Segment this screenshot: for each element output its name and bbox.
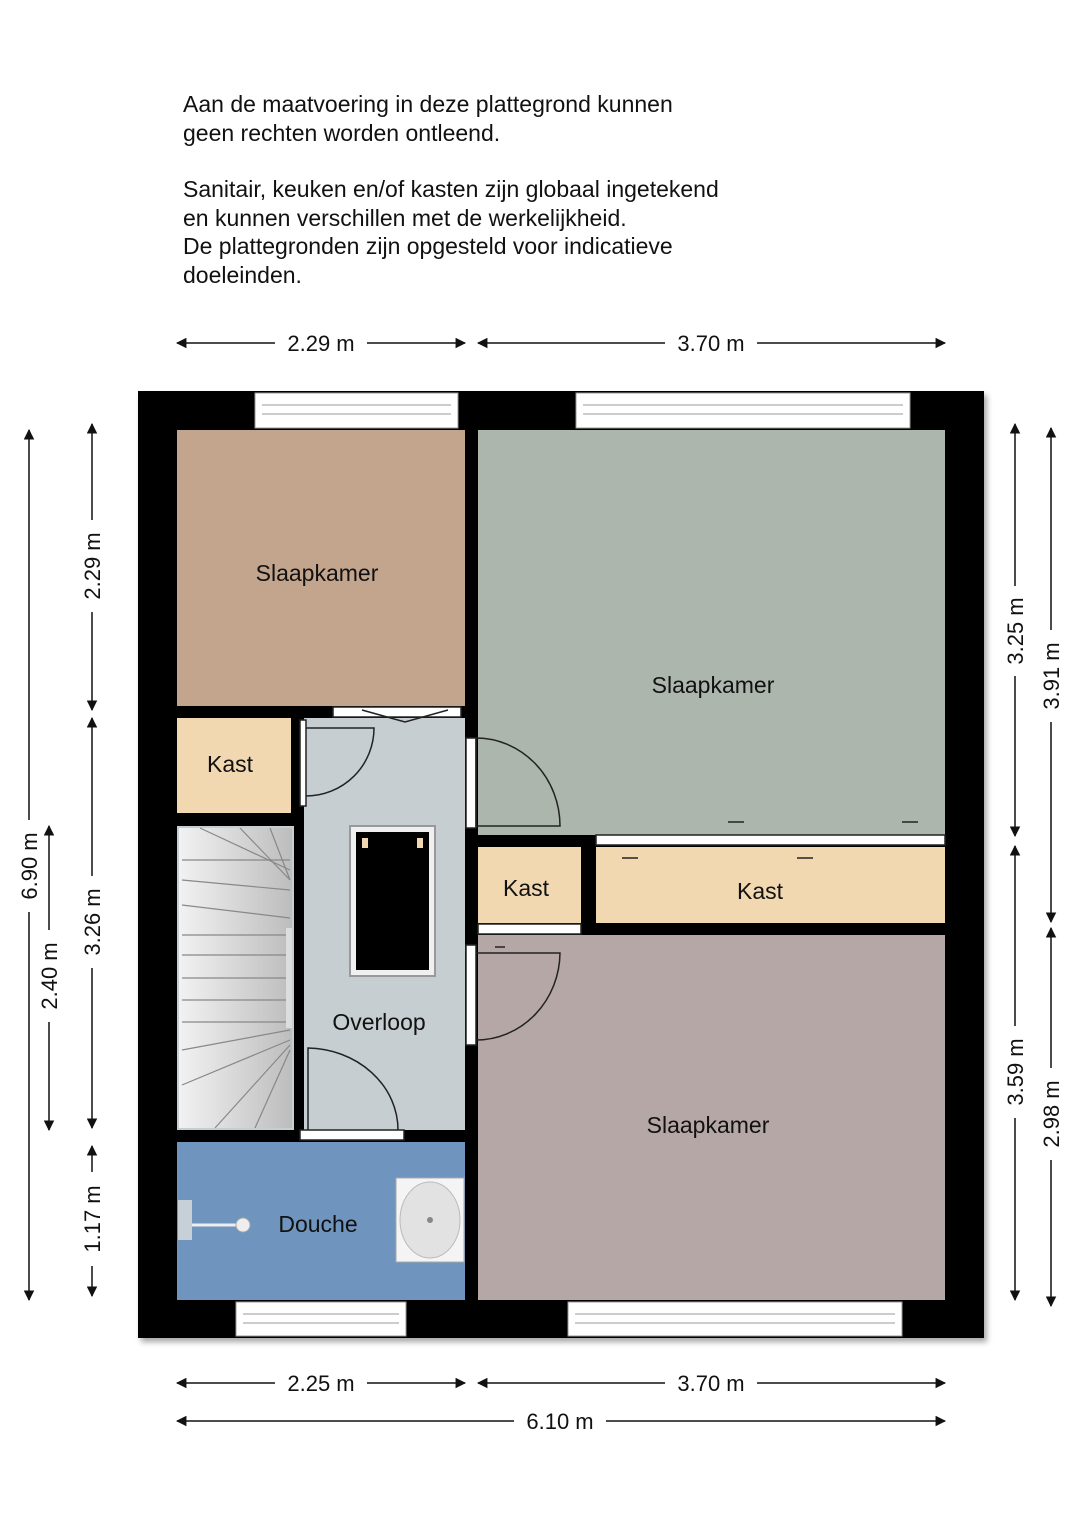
- disclaimer-line: Aan de maatvoering in deze plattegrond k…: [183, 91, 673, 117]
- disclaimer-line: en kunnen verschillen met de werkelijkhe…: [183, 204, 627, 231]
- doors: [299, 706, 946, 1141]
- label-slaapkamer-1: Slaapkamer: [256, 560, 379, 586]
- disclaimer-text: Aan de maatvoering in deze plattegrond k…: [183, 90, 883, 317]
- dim-right-top: 3.25 m: [1003, 597, 1028, 664]
- label-slaapkamer-2: Slaapkamer: [652, 672, 775, 698]
- label-slaapkamer-3: Slaapkamer: [647, 1112, 770, 1138]
- disclaimer-line: Sanitair, keuken en/of kasten zijn globa…: [183, 176, 719, 202]
- label-kast-2: Kast: [503, 875, 550, 901]
- room-slaapkamer-2: [478, 430, 945, 835]
- dim-bottom-left: 2.25 m: [287, 1371, 354, 1396]
- washbasin: [395, 1177, 465, 1263]
- disclaimer-line: De plattegronden zijn opgesteld voor ind…: [183, 233, 673, 259]
- shower-fixture: [178, 1200, 251, 1240]
- label-douche: Douche: [278, 1211, 357, 1237]
- disclaimer-line: doeleinden.: [183, 261, 302, 288]
- room-kast-1: [177, 718, 291, 813]
- dim-far-right-bottom: 2.98 m: [1039, 1080, 1064, 1147]
- windows: [235, 392, 911, 1337]
- dim-bottom-total: 6.10 m: [526, 1409, 593, 1434]
- room-slaapkamer-3: [478, 935, 945, 1300]
- label-overloop: Overloop: [332, 1009, 425, 1035]
- room-slaapkamer-1: [177, 430, 465, 706]
- staircase: [179, 827, 292, 1129]
- dim-bottom-right: 3.70 m: [677, 1371, 744, 1396]
- room-kast-3: [596, 847, 945, 923]
- dim-top-right: 3.70 m: [677, 331, 744, 356]
- dim-left-bottom: 1.17 m: [80, 1185, 105, 1252]
- dim-top-left: 2.29 m: [287, 331, 354, 356]
- dim-left-total: 6.90 m: [17, 832, 42, 899]
- dim-left-mid: 2.40 m: [37, 942, 62, 1009]
- dim-left-top: 2.29 m: [80, 532, 105, 599]
- dim-left-center: 3.26 m: [80, 888, 105, 955]
- dimension-lines: [23, 337, 1057, 1427]
- label-kast-3: Kast: [737, 878, 784, 904]
- attic-hatch: [349, 825, 436, 977]
- label-kast-1: Kast: [207, 751, 254, 777]
- dim-right-bottom: 3.59 m: [1003, 1038, 1028, 1105]
- room-kast-2: [478, 847, 581, 923]
- dim-far-right-top: 3.91 m: [1039, 642, 1064, 709]
- disclaimer-line: geen rechten worden ontleend.: [183, 119, 501, 146]
